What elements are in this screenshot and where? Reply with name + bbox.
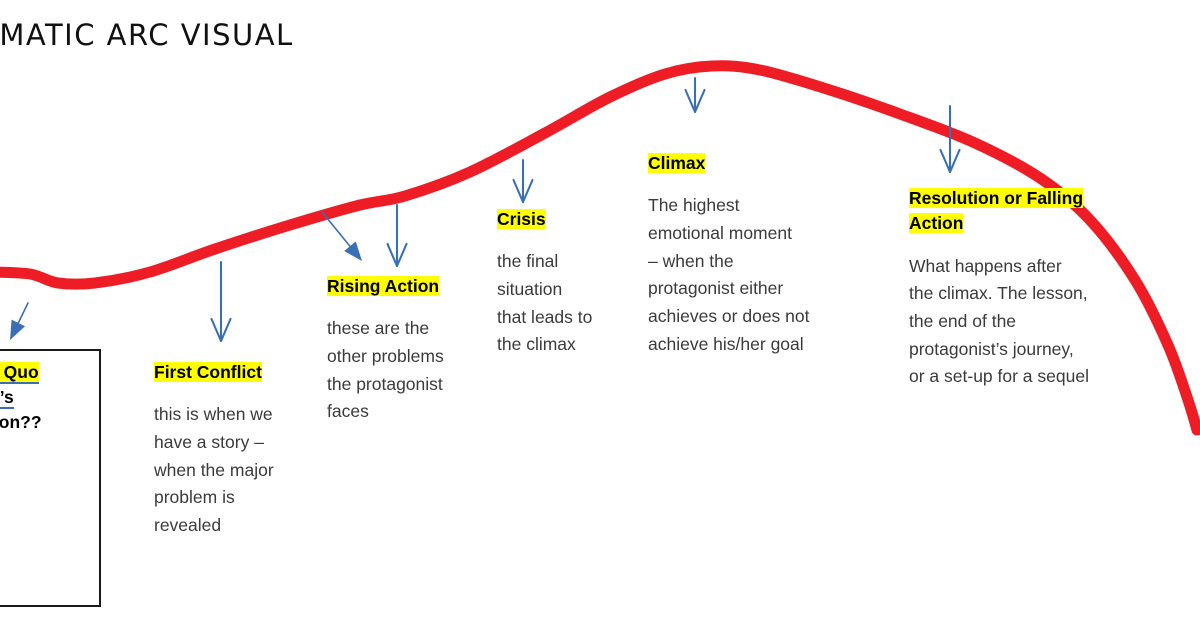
first-conflict-body: this is when we have a story – when the … [154,404,274,535]
rising-action-heading: Rising Action [327,276,440,296]
status-quo-heading-line3: oing on?? [0,411,42,432]
status-quo-box: tatus Quo What’s oing on?? Who, hat, hen,… [0,349,101,607]
crisis-body: the final situation that leads to the cl… [497,251,593,355]
page-title: AMATIC ARC VISUAL [0,18,294,52]
first-conflict-heading: First Conflict [154,362,262,382]
stage-heading-wrap: First Conflict [154,360,302,385]
climax-body: The highest emotional moment – when the … [648,195,810,354]
stage-rising-action: Rising Action these are the other proble… [327,274,479,426]
stage-climax: Climax The highest emotional moment – wh… [648,151,858,358]
stage-resolution-falling-action: Resolution or Falling Action What happen… [909,186,1105,391]
stage-heading-wrap: Resolution or Falling Action [909,186,1105,237]
status-quo-heading-rest: What’s [0,386,14,409]
stage-heading-wrap: Crisis [497,207,627,232]
rising-action-body: these are the other problems the protago… [327,318,444,422]
stage-crisis: Crisis the final situation that leads to… [497,207,627,359]
status-quo-body: Who, hat, hen, here [0,448,99,561]
resolution-body: What happens after the climax. The lesso… [909,255,1089,387]
crisis-heading: Crisis [497,209,546,229]
status-quo-heading: tatus Quo What’s oing on?? [0,360,99,435]
climax-heading: Climax [648,153,706,173]
stage-heading-wrap: Rising Action [327,274,479,299]
status-quo-heading-highlight: tatus Quo [0,362,39,384]
stage-heading-wrap: Climax [648,151,858,176]
stage-first-conflict: First Conflict this is when we have a st… [154,360,302,540]
resolution-heading: Resolution or Falling Action [909,188,1084,234]
